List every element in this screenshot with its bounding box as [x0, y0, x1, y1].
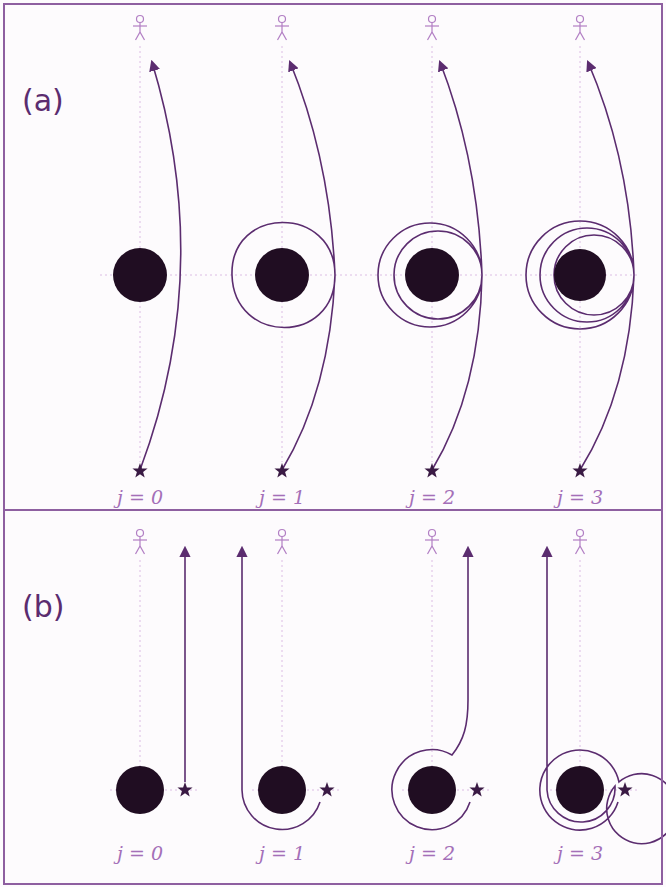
light-ray — [185, 548, 666, 844]
order-label: j = 1 — [259, 843, 305, 864]
observer-icon — [133, 16, 587, 555]
figure-panel: (a) j = 0 j = 1 j = 2 j = 3 — [3, 3, 663, 511]
figure-panel: (b) j = 0 j = 1 j = 2 j = 3 — [3, 509, 663, 885]
order-label: j = 3 — [557, 843, 603, 864]
order-label: j = 0 — [117, 843, 163, 864]
panel-label: (a) — [22, 84, 64, 117]
order-label: j = 2 — [409, 843, 455, 864]
order-label: j = 2 — [409, 487, 455, 508]
star-source — [132, 463, 632, 797]
order-label: j = 0 — [117, 487, 163, 508]
order-label: j = 3 — [557, 487, 603, 508]
order-label: j = 1 — [259, 487, 305, 508]
black-hole — [113, 248, 606, 814]
panel-label: (b) — [22, 590, 64, 623]
light-ray — [140, 62, 634, 470]
